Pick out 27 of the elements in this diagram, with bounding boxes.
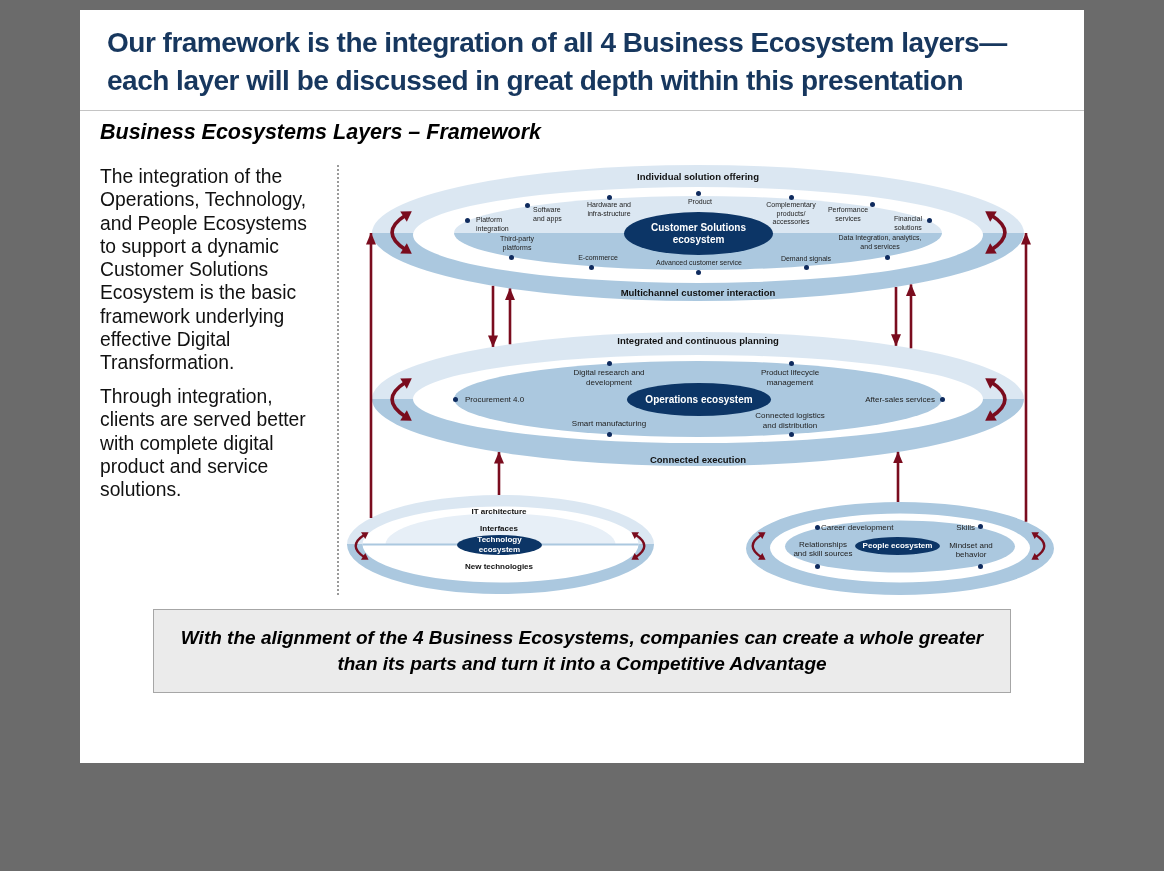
arrow — [906, 284, 916, 349]
body-text: Through integration, clients are served better with complete digital product and service solutions. — [100, 385, 307, 502]
arrow — [505, 288, 515, 345]
ring-label: Multichannel customer interaction — [620, 287, 776, 298]
arrow — [893, 451, 903, 502]
arrow — [366, 232, 376, 518]
item-label: Career development — [821, 523, 895, 533]
ring-label: Integrated and continuous planning — [616, 335, 780, 346]
arrow — [891, 287, 901, 347]
arrow — [1021, 232, 1031, 522]
item-label: Relationships and skill sources — [792, 539, 854, 559]
slide-title: Our framework is the integration of all 4 Business Ecosystem layers—each layer will be discussed in great depth within this presentation — [107, 26, 1008, 98]
ring-label: Individual solution offering — [636, 170, 760, 182]
body-text: The integration of the Operations, Technology, and People Ecosystems to support a dynamic Customer Solutions Ecosystem is the basic framework underlying effective Digital Transformation. — [100, 165, 308, 375]
item-label: Skills — [955, 523, 975, 533]
ring-label: New technologies — [464, 562, 534, 572]
ring-label: Connected execution — [649, 453, 747, 465]
ring-label: Interfaces — [479, 524, 519, 534]
item-label: Mindset and behavior — [948, 540, 994, 560]
arrow — [488, 285, 498, 348]
section-heading: Business Ecosystems Layers – Framework — [100, 119, 542, 145]
item-label: Smart manufacturing — [571, 419, 647, 429]
ring-label: IT architecture — [470, 507, 528, 517]
statement-box: With the alignment of the 4 Business Ecosystems, companies can create a whole greater than its parts and turn it into a Competitive Advantage — [153, 609, 1011, 693]
arrow — [494, 451, 504, 495]
item-label: Procurement 4.0 — [465, 395, 526, 405]
item-label: After-sales services — [864, 395, 935, 405]
